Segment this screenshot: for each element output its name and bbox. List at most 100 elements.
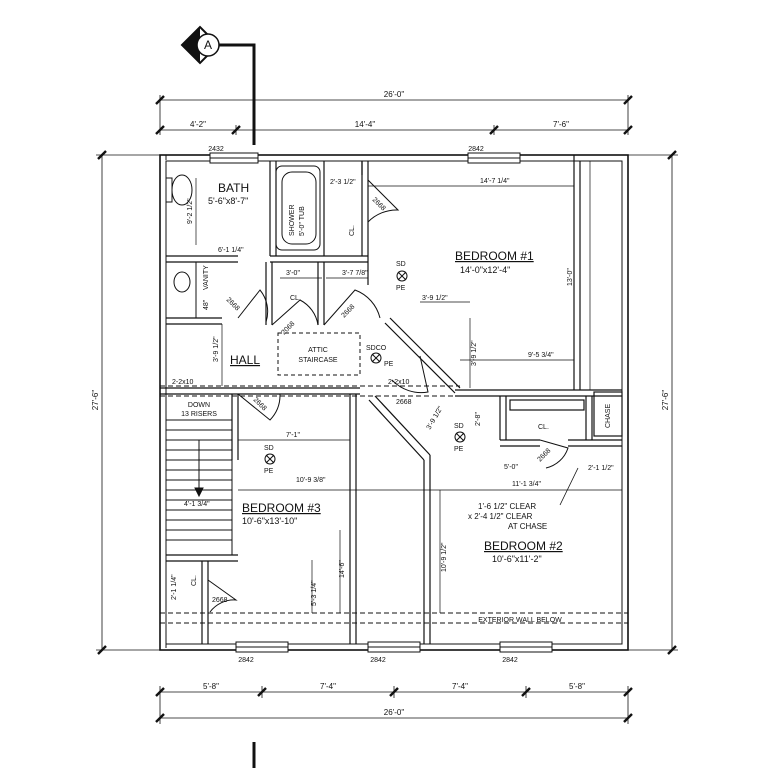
dim-bed2-cl-w: 5'-0": [504, 464, 518, 471]
svg-text:PE: PE: [396, 285, 406, 292]
staircase-down: [165, 393, 233, 556]
window-bedroom2: 2842: [502, 657, 518, 664]
door-bath-closet: 2668: [371, 196, 387, 212]
room-bath-size: 5'-6"x8'-7": [208, 196, 248, 206]
dim-cl-width-1: 3'-0": [286, 270, 300, 277]
label-vanity: VANITY: [203, 265, 210, 290]
label-header-left: 2-2x10: [172, 379, 194, 386]
window-bedroom1: 2842: [468, 146, 484, 153]
room-bedroom2-name: BEDROOM #2: [484, 539, 563, 553]
label-closet-bath: CL.: [349, 225, 356, 236]
label-closet-hall: CL.: [290, 295, 301, 302]
dim-overall-top: 26'-0": [384, 90, 405, 99]
label-header-right: 2-2x10: [388, 379, 410, 386]
dim-top-seg-2: 14'-4": [355, 120, 376, 129]
door-bath: 2668: [225, 296, 241, 312]
exterior-walls: [159, 154, 629, 651]
smoke-detector-bed2: SD PE: [454, 423, 466, 453]
label-shower: SHOWER: [289, 205, 296, 237]
attic-staircase-outline: [277, 332, 361, 376]
bath-fixtures: [165, 165, 321, 319]
interior-dimension-lines: [195, 161, 622, 613]
svg-text:SD: SD: [454, 423, 464, 430]
svg-text:SD: SD: [264, 445, 274, 452]
dim-stair-w: 4'-1 3/4": [184, 501, 210, 508]
room-bedroom1-name: BEDROOM #1: [455, 249, 534, 263]
dim-bed2-cl-h: 2'-8": [475, 412, 482, 426]
dim-top-seg-1: 4'-2": [190, 120, 206, 129]
dim-overall-right: 27'-6": [661, 390, 670, 411]
dim-lower-cl: 2'-1 1/4": [171, 574, 178, 600]
dim-bed1-height: 13'-0": [567, 268, 574, 286]
label-closet-lower: CL.: [191, 575, 198, 586]
room-bath-name: BATH: [218, 181, 249, 195]
dim-bed3-w: 7'-1": [286, 432, 300, 439]
svg-text:SDCO: SDCO: [366, 345, 387, 352]
dim-bed1-sub-2: 3'-9 1/2": [471, 340, 478, 366]
dim-bed3-h: 14'-6": [339, 560, 346, 578]
dim-chase-w: 2'-1 1/2": [588, 465, 614, 472]
dim-bed2-h: 10'-9 1/2": [441, 542, 448, 572]
interior-walls: [160, 155, 623, 644]
hidden-lines: [160, 155, 628, 650]
attic-line-2: STAIRCASE: [298, 357, 337, 364]
window-bedroom3: 2842: [238, 657, 254, 664]
room-bedroom3-name: BEDROOM #3: [242, 501, 321, 515]
dim-bed2-w: 11'-1 3/4": [512, 481, 542, 488]
door-closet-right: 2668: [340, 303, 356, 319]
dim-cl-width-2: 3'-7 7/8": [342, 270, 368, 277]
label-clear-1: 1'-6 1/2" CLEAR: [478, 502, 536, 511]
dim-bottom-seg-1: 5'-8": [203, 682, 219, 691]
label-tub: 5'-0" TUB: [299, 206, 306, 236]
dimension-ticks: [97, 95, 677, 723]
svg-text:PE: PE: [264, 468, 274, 475]
dim-bed1-sub-1: 3'-9 1/2": [422, 295, 448, 302]
window-bottom-middle: 2842: [370, 657, 386, 664]
clear-note-leader: [559, 467, 579, 506]
label-stairs-risers: 13 RISERS: [181, 411, 217, 418]
door-lower-closet: 2668: [212, 597, 228, 604]
svg-text:PE: PE: [384, 361, 394, 368]
section-letter: A: [204, 38, 212, 52]
dim-bed3-w2: 10'-9 3/8": [296, 477, 326, 484]
dim-overall-bottom: 26'-0": [384, 708, 405, 717]
smoke-detector-hall: SDCO PE: [366, 345, 394, 368]
label-exterior-wall: EXTERIOR WALL BELOW: [478, 617, 562, 624]
room-bedroom3-size: 10'-6"x13'-10": [242, 516, 297, 526]
svg-text:PE: PE: [454, 446, 464, 453]
label-closet-bed2: CL.: [538, 424, 549, 431]
dim-bed1-sub-3: 9'-5 3/4": [528, 352, 554, 359]
dim-bath-width: 6'-1 1/4": [218, 247, 244, 254]
dim-bottom-seg-2: 7'-4": [320, 682, 336, 691]
room-hall-name: HALL: [230, 353, 260, 367]
room-bedroom1-size: 14'-0"x12'-4": [460, 265, 510, 275]
door-swings: [207, 179, 569, 613]
door-bedroom2-closet: 2668: [536, 447, 552, 463]
label-clear-3: AT CHASE: [508, 522, 547, 531]
dim-bath-height: 9'-2 1/2": [187, 198, 194, 224]
label-vanity-depth: 48": [203, 299, 210, 310]
attic-line-1: ATTIC: [308, 347, 328, 354]
windows: [209, 152, 553, 653]
dim-top-seg-3: 7'-6": [553, 120, 569, 129]
door-bedroom1: 2668: [396, 399, 412, 406]
section-marker: A: [180, 25, 256, 768]
smoke-detector-bed3: SD PE: [264, 445, 276, 475]
smoke-detector-bed1: SD PE: [396, 261, 408, 292]
dim-bed1-width: 14'-7 1/4": [480, 178, 510, 185]
dim-hall-height: 3'-9 1/2": [213, 336, 220, 362]
dim-bed3-h2: 5'-3 1/4": [311, 580, 318, 606]
dim-bottom-seg-4: 5'-8": [569, 682, 585, 691]
dim-diag-1: 3'-9 1/2": [426, 405, 445, 431]
window-bath: 2432: [208, 146, 224, 153]
dim-bottom-seg-3: 7'-4": [452, 682, 468, 691]
label-stairs-down: DOWN: [188, 402, 210, 409]
label-clear-2: x 2'-4 1/2" CLEAR: [468, 512, 533, 521]
room-bedroom2-size: 10'-6"x11'-2": [492, 554, 542, 564]
door-bedroom3: 2668: [252, 396, 268, 412]
dim-bath-top: 2'-3 1/2": [330, 179, 356, 186]
dim-overall-left: 27'-6": [91, 390, 100, 411]
door-closet-left: 2068: [280, 320, 296, 336]
label-chase: CHASE: [605, 404, 612, 428]
